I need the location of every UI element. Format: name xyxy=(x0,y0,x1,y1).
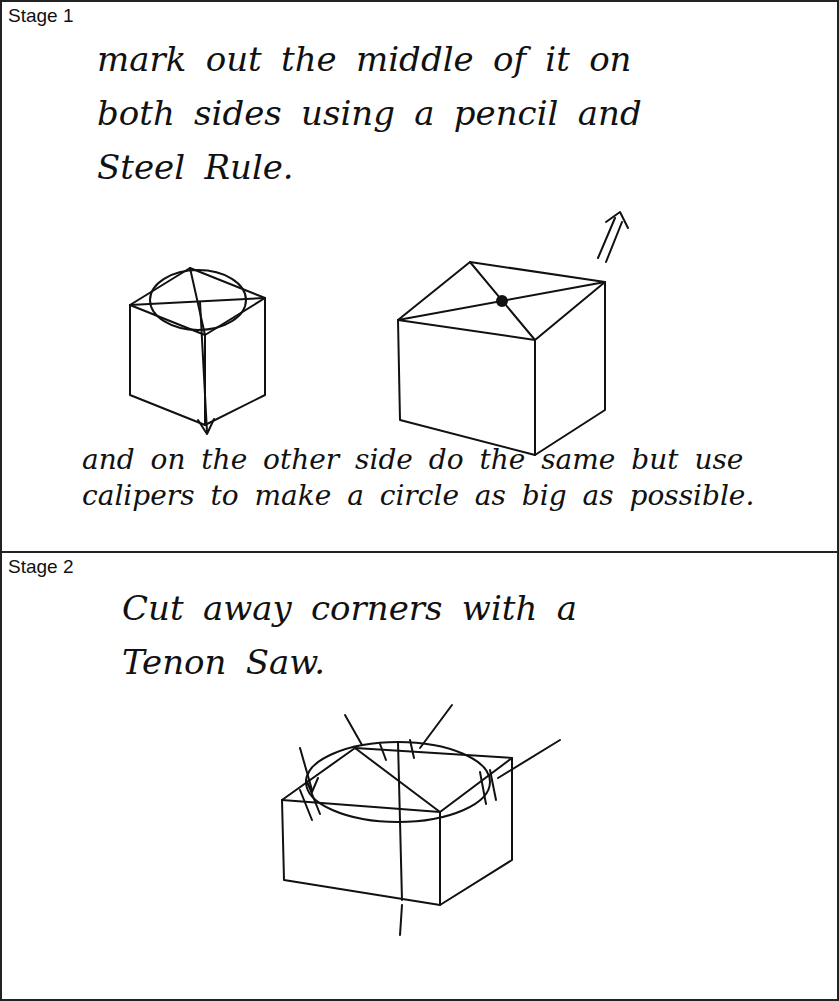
stage-panel: Stage 1 mark out the middle of it on both… xyxy=(0,0,839,553)
block-with-circle-sketch xyxy=(130,268,265,434)
stage-panel: Stage 2Cut away corners with a Tenon Saw… xyxy=(0,551,839,1001)
instruction-text: Cut away corners with a Tenon Saw. xyxy=(122,581,682,689)
instruction-text: and on the other side do the same but us… xyxy=(82,442,812,514)
instruction-text: mark out the middle of it on both sides … xyxy=(97,32,717,194)
stage-heading: Stage 1 xyxy=(8,4,148,28)
stage-heading: Stage 2 xyxy=(8,555,148,579)
block-with-centre-sketch xyxy=(398,212,628,455)
cut-corners-sketch xyxy=(282,705,560,935)
